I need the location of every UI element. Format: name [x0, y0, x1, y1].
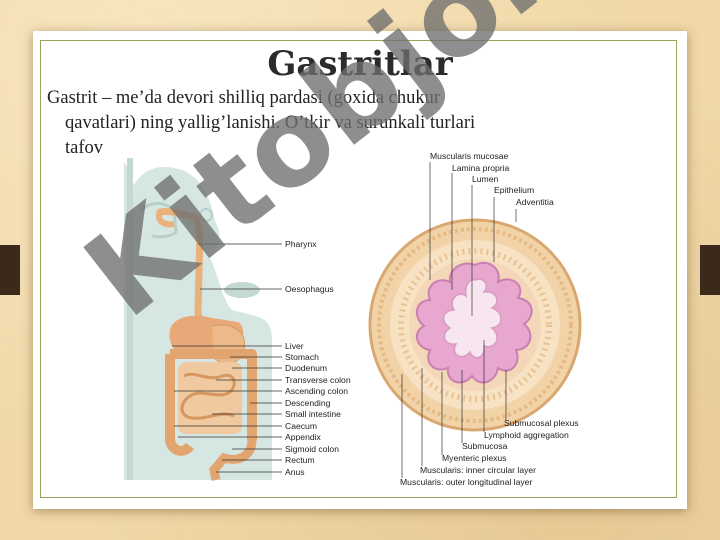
paragraph-line-1: Gastrit – me’da devori shilliq pardasi (… [47, 88, 441, 108]
slide-frame [40, 40, 677, 498]
label-liver: Liver [285, 341, 304, 351]
label-muscularis-inner-circular: Muscularis: inner circular layer [420, 465, 536, 475]
top-labels: Muscularis mucosae Lamina propria Lumen … [430, 151, 554, 207]
gut-cross-section [368, 218, 582, 432]
label-small-intestine: Small intestine [285, 409, 341, 419]
label-muscularis-mucosae: Muscularis mucosae [430, 151, 509, 161]
label-submucosal-plexus: Submucosal plexus [504, 418, 579, 428]
right-leader-lines [401, 162, 517, 478]
left-leader-lines [172, 243, 282, 473]
label-appendix: Appendix [285, 432, 322, 442]
label-adventitia: Adventitia [516, 197, 554, 207]
slide-paragraph: Gastrit – me’da devori shilliq pardasi (… [47, 86, 673, 161]
label-sigmoid-colon: Sigmoid colon [285, 444, 339, 454]
label-lymphoid-aggregation: Lymphoid aggregation [484, 430, 569, 440]
label-epithelium: Epithelium [494, 185, 534, 195]
label-stomach: Stomach [285, 352, 319, 362]
label-caecum: Caecum [285, 421, 317, 431]
anatomy-illustration: Pharynx Oesophagus Liver Stomach Duodenu… [124, 151, 582, 487]
left-edge-tab [0, 245, 20, 295]
label-ascending-colon: Ascending colon [285, 386, 348, 396]
label-transverse-colon: Transverse colon [285, 375, 351, 385]
paragraph-line-2: qavatlari) ning yallig’lanishi. O’tkir v… [65, 113, 476, 133]
label-submucosa: Submucosa [462, 441, 508, 451]
label-rectum: Rectum [285, 455, 315, 465]
label-pharynx: Pharynx [285, 239, 317, 249]
label-myenteric-plexus: Myenteric plexus [442, 453, 506, 463]
label-lamina-propria: Lamina propria [452, 163, 510, 173]
label-muscularis-outer-longitudinal: Muscularis: outer longitudinal layer [400, 477, 532, 487]
left-labels: Pharynx Oesophagus Liver Stomach Duodenu… [285, 239, 351, 477]
label-oesophagus: Oesophagus [285, 284, 334, 294]
label-lumen: Lumen [472, 174, 498, 184]
label-anus: Anus [285, 467, 305, 477]
bottom-labels: Submucosal plexus Lymphoid aggregation S… [400, 418, 579, 487]
right-edge-tab [700, 245, 720, 295]
digestive-system-figure: Pharynx Oesophagus Liver Stomach Duodenu… [112, 140, 611, 493]
label-duodenum: Duodenum [285, 363, 327, 373]
slide-title: Gastritlar [267, 44, 453, 84]
label-descending: Descending [285, 398, 331, 408]
paragraph-line-3: tafov [65, 138, 104, 158]
